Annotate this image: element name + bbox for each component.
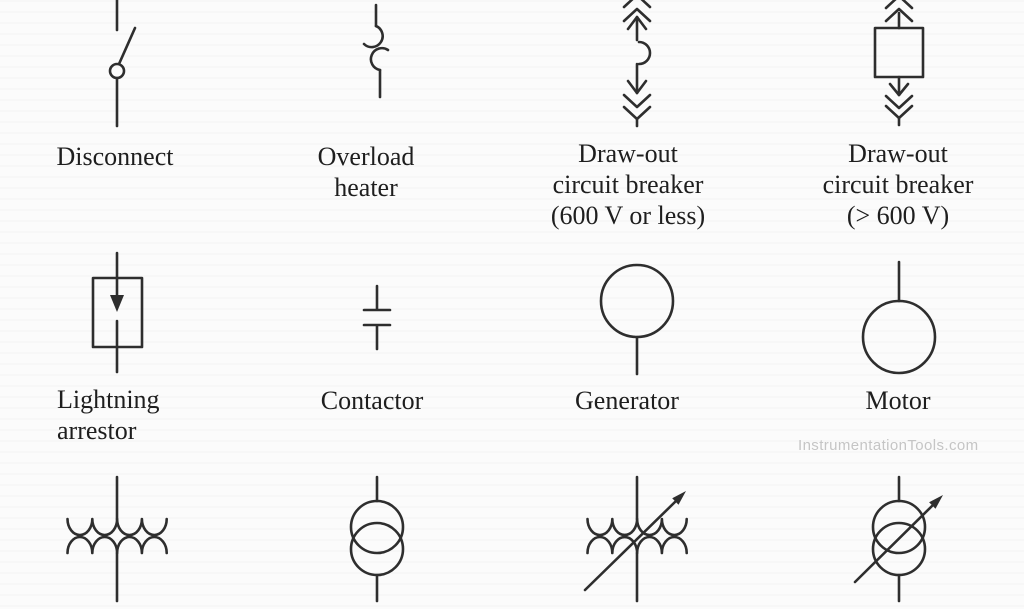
drawout-breaker-lv-label: Draw-out circuit breaker (600 V or less)	[518, 138, 738, 231]
disconnect-symbol-icon	[108, 0, 137, 128]
contactor-label: Contactor	[262, 385, 482, 416]
contactor-symbol-icon	[362, 284, 392, 351]
lightning-arrestor-symbol-icon	[91, 251, 144, 374]
transformer-winding-symbol-icon	[66, 475, 168, 603]
label-line: Lightning	[57, 385, 160, 414]
label-line: Overload	[317, 142, 415, 171]
overload-heater-symbol-icon	[362, 3, 390, 99]
label-line: circuit breaker	[822, 170, 974, 199]
label-line: Motor	[865, 386, 931, 415]
label-line: heater	[334, 173, 398, 202]
label-line: Disconnect	[56, 142, 174, 171]
label-line: Draw-out	[578, 139, 678, 168]
label-line: Draw-out	[848, 139, 948, 168]
generator-symbol-icon	[599, 263, 675, 376]
label-line: Generator	[575, 386, 679, 415]
label-line: circuit breaker	[552, 170, 704, 199]
motor-symbol-icon	[861, 260, 937, 375]
disconnect-label: Disconnect	[5, 141, 225, 172]
drawout-breaker-lv-symbol-icon	[622, 0, 652, 128]
variable-transformer-circle-symbol-icon	[853, 475, 943, 603]
watermark-text: InstrumentationTools.com	[798, 437, 979, 454]
drawout-breaker-hv-symbol-icon	[873, 0, 925, 127]
generator-label: Generator	[517, 385, 737, 416]
overload-heater-label: Overload heater	[256, 141, 476, 203]
label-line: (> 600 V)	[846, 201, 950, 230]
transformer-circle-symbol-icon	[349, 475, 405, 603]
label-line: (600 V or less)	[550, 201, 706, 230]
label-line: arrestor	[57, 416, 137, 445]
variable-transformer-winding-symbol-icon	[583, 475, 688, 603]
label-line: Contactor	[320, 386, 424, 415]
lightning-arrestor-label: Lightning arrestor	[57, 384, 277, 446]
motor-label: Motor	[788, 385, 1008, 416]
drawout-breaker-hv-label: Draw-out circuit breaker (> 600 V)	[788, 138, 1008, 231]
